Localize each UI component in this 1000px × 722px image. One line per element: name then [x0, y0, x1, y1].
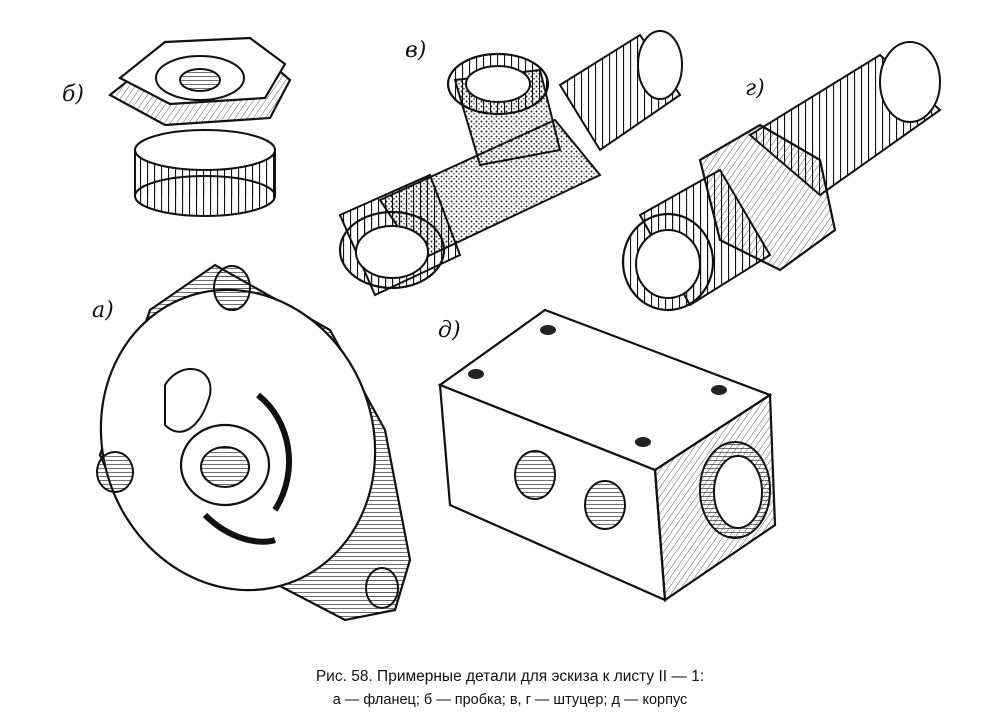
straight-fitting-drawing [621, 41, 942, 312]
label-plug: б) [62, 82, 85, 107]
label-tee-fitting: в) [405, 38, 427, 63]
plug-drawing [108, 36, 292, 217]
label-body: д) [438, 318, 461, 343]
label-flange: а) [92, 298, 114, 323]
tee-fitting-drawing [338, 30, 683, 297]
label-straight-fitting: г) [745, 76, 765, 101]
figure-caption-title: Рис. 58. Примерные детали для эскиза к л… [315, 668, 705, 685]
body-block-drawing [437, 308, 777, 602]
flange-drawing [96, 263, 412, 622]
figure-caption-legend: а — фланец; б — пробка; в, г — штуцер; д… [332, 692, 688, 708]
